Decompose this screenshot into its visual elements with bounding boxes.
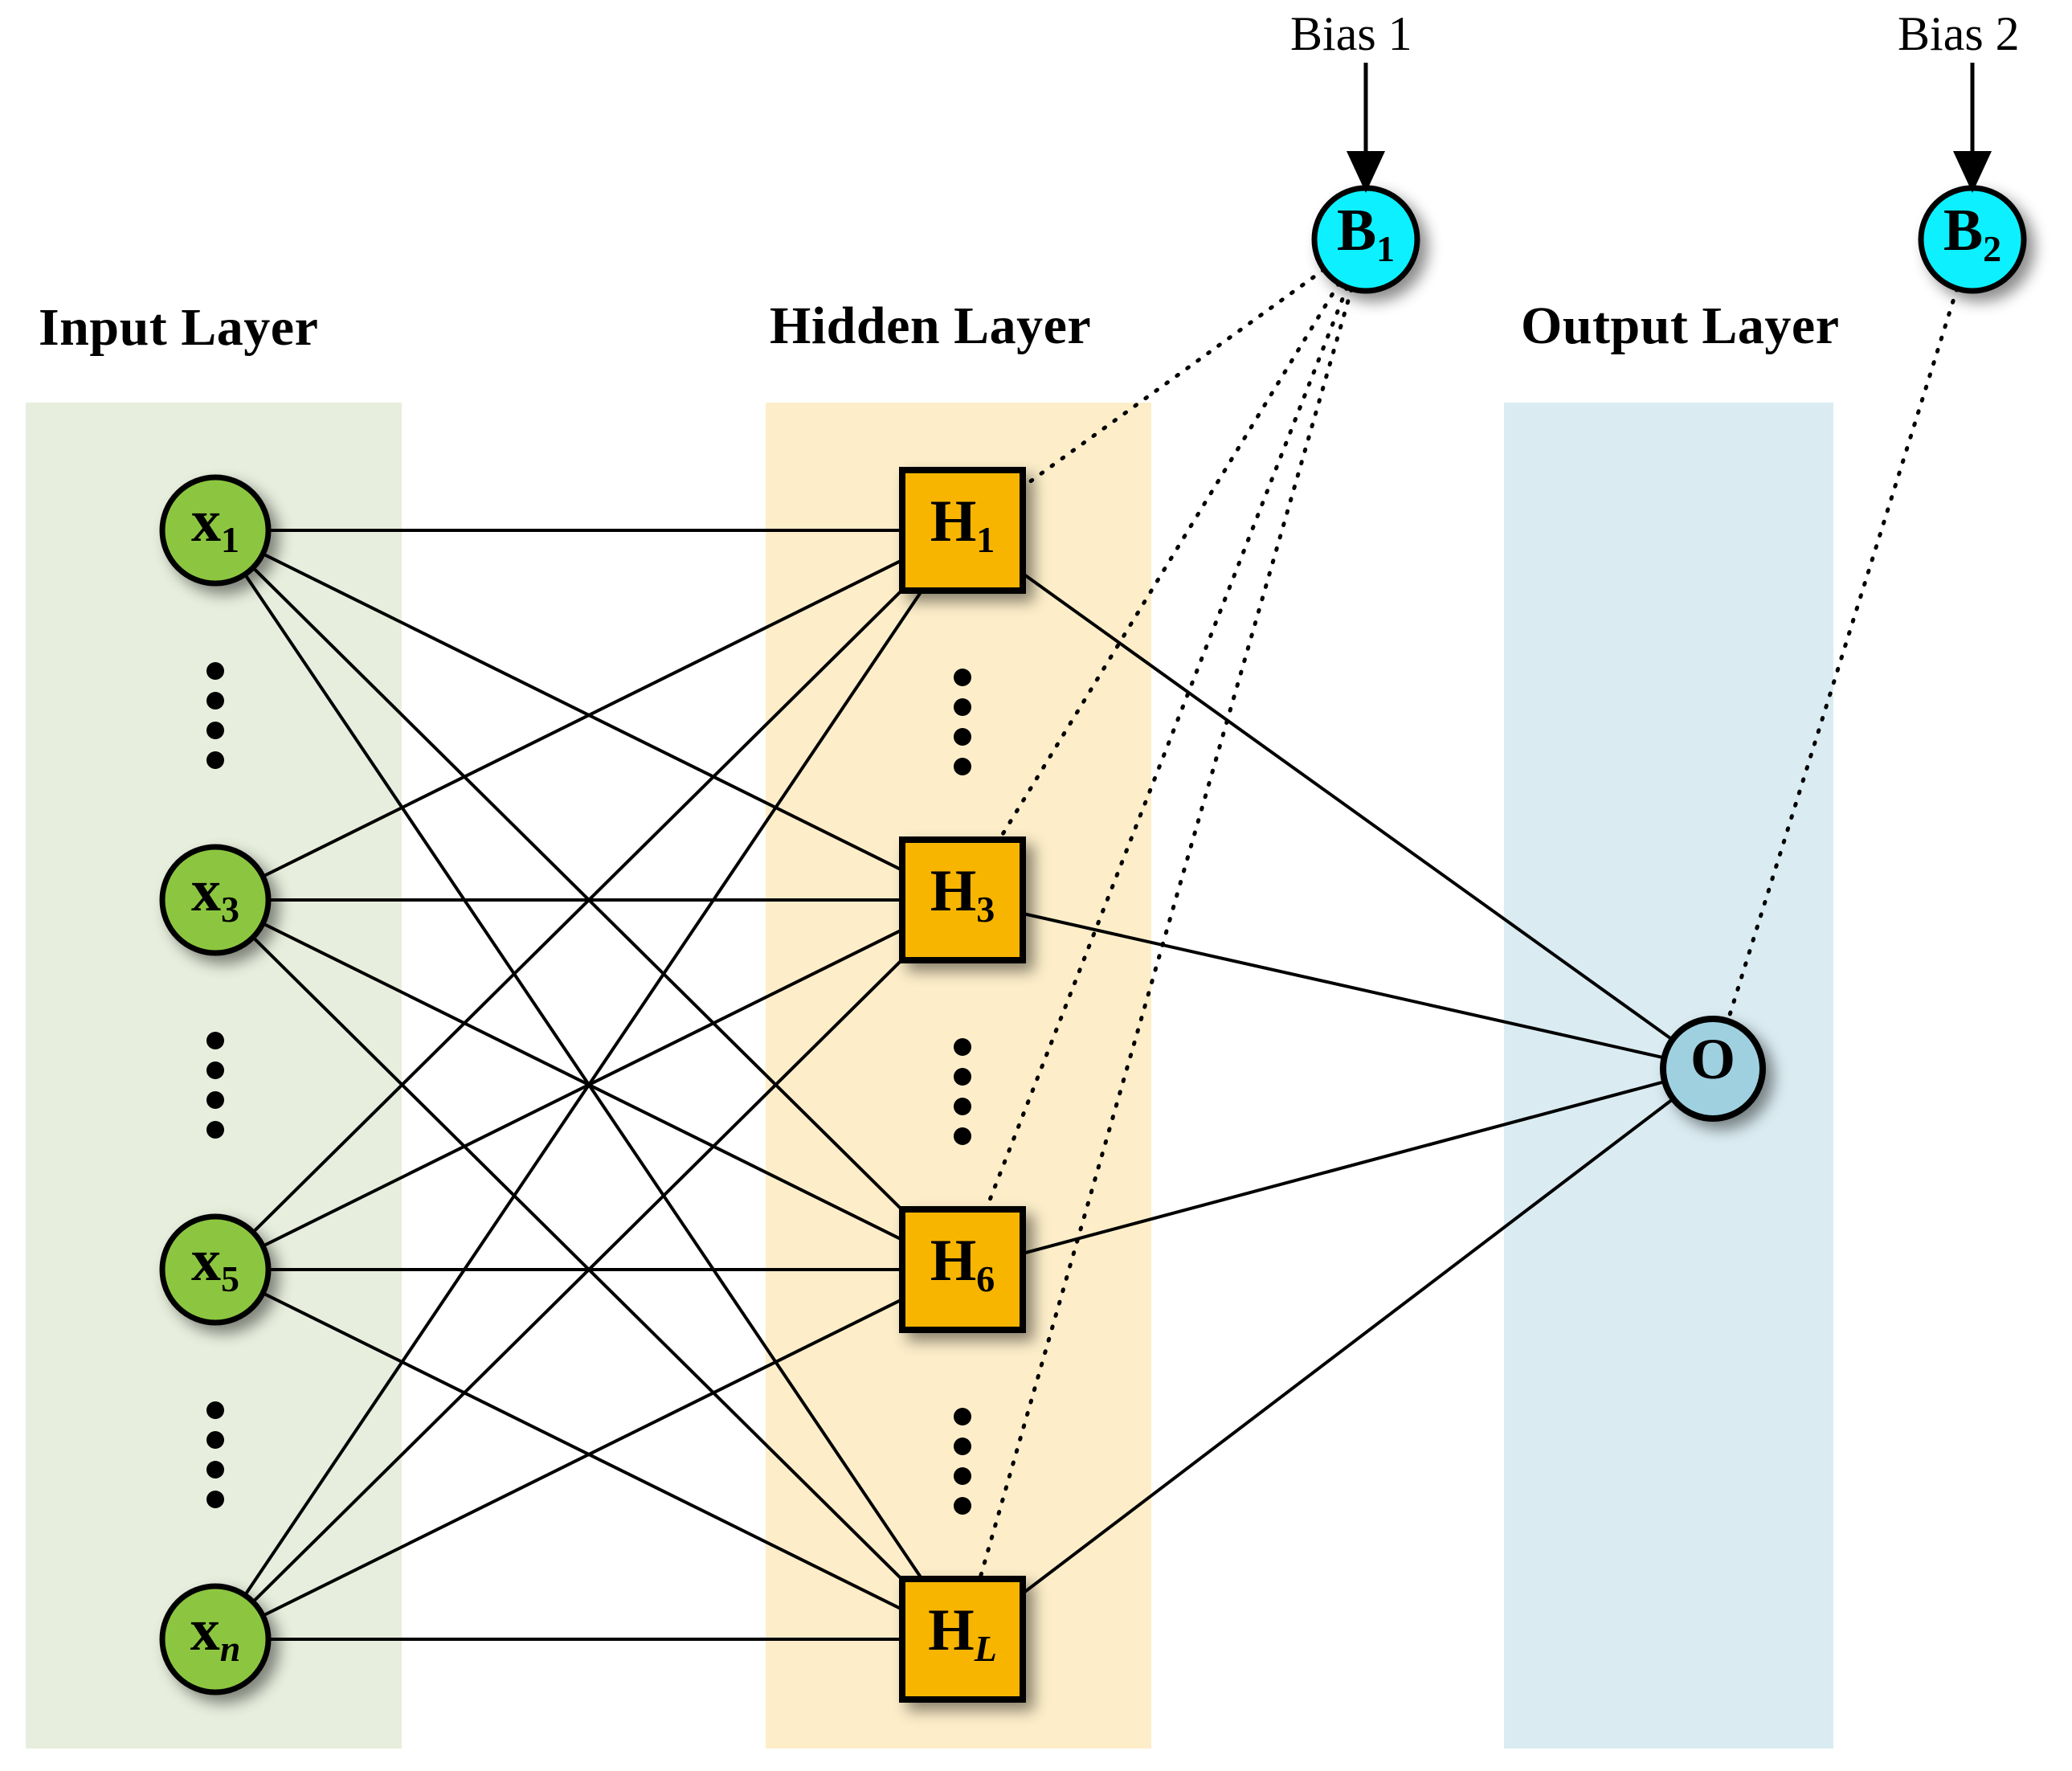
edge-x5-to-hL — [262, 1291, 903, 1611]
edge-xn-to-h3 — [251, 958, 904, 1604]
layer-title-input: Input Layer — [39, 298, 319, 357]
output-node-label: O — [1616, 1030, 1809, 1107]
edge-x3-to-h1 — [262, 558, 903, 878]
hidden-node-label-hL-subscript: L — [974, 1628, 997, 1669]
input-ellipsis-1-dot-1 — [206, 662, 224, 680]
bias-arrow-head-b1 — [1347, 151, 1385, 193]
hidden-ellipsis-2-dot-2 — [954, 1068, 971, 1086]
edge-xn-to-h6 — [262, 1298, 903, 1618]
input-ellipsis-1-dot-3 — [206, 722, 224, 739]
input-ellipsis-2-dot-2 — [206, 1061, 224, 1079]
edge-x5-to-h3 — [262, 928, 903, 1248]
hidden-node-label-h1-base: H — [930, 489, 977, 554]
input-ellipsis-2-dot-4 — [206, 1121, 224, 1139]
input-node-label-x5-base: x — [191, 1228, 221, 1294]
input-ellipsis-3-dot-3 — [206, 1461, 224, 1479]
hidden-node-label-h3-base: H — [930, 858, 977, 924]
edge-h3-to-output — [1022, 911, 1665, 1060]
edge-x5-to-h1 — [251, 588, 904, 1234]
edge-b1-to-h6 — [983, 285, 1350, 1212]
output-node-label-base: O — [1690, 1027, 1735, 1091]
hidden-node-h1[interactable] — [899, 467, 1026, 594]
hidden-ellipsis-2-dot-1 — [954, 1038, 971, 1056]
hidden-node-h3[interactable] — [899, 836, 1026, 963]
layer-title-output: Output Layer — [1521, 297, 1840, 355]
input-node-x5[interactable] — [159, 1213, 272, 1326]
hidden-ellipsis-3-dot-3 — [954, 1467, 971, 1485]
input-node-label-x1-subscript: 1 — [221, 519, 239, 560]
edge-b1-to-h3 — [997, 281, 1342, 842]
hidden-ellipsis-3-dot-1 — [954, 1408, 971, 1425]
input-node-label-x3-base: x — [191, 858, 221, 924]
input-node-label-xn-subscript: n — [219, 1628, 241, 1669]
bias-node-label-b1-subscript: 1 — [1376, 228, 1396, 269]
hidden-node-label-hL-base: H — [928, 1597, 975, 1663]
bias-node-label-b2-subscript: 2 — [1983, 228, 2002, 269]
input-node-label-x5-subscript: 5 — [221, 1258, 239, 1299]
edge-x1-to-hL — [243, 573, 924, 1581]
input-node-x1[interactable] — [159, 474, 272, 587]
edge-xn-to-h1 — [243, 589, 924, 1597]
input-ellipsis-3-dot-1 — [206, 1401, 224, 1419]
hidden-ellipsis-2-dot-3 — [954, 1098, 971, 1115]
bias-node-label-b2-base: B — [1943, 198, 1984, 264]
edge-x3-to-h6 — [262, 922, 903, 1241]
input-ellipsis-2-dot-3 — [206, 1091, 224, 1109]
input-node-label-x1-base: x — [191, 489, 221, 554]
hidden-node-hL[interactable] — [899, 1576, 1026, 1703]
hidden-ellipsis-1-dot-2 — [954, 698, 971, 716]
input-ellipsis-2-dot-1 — [206, 1032, 224, 1049]
hidden-ellipsis-2-dot-4 — [954, 1127, 971, 1145]
edge-x1-to-h3 — [262, 552, 903, 872]
edge-x3-to-hL — [251, 935, 904, 1581]
input-node-xn[interactable] — [159, 1583, 272, 1695]
hidden-ellipsis-1-dot-4 — [954, 758, 971, 775]
input-node-x3[interactable] — [159, 844, 272, 956]
edge-h6-to-output — [1022, 1080, 1665, 1255]
layer-title-hidden: Hidden Layer — [770, 297, 1092, 355]
edge-b2-to-output — [1726, 286, 1960, 1024]
edge-b1-to-h1 — [1020, 267, 1326, 489]
input-ellipsis-3-dot-2 — [206, 1431, 224, 1449]
bias-title-b1: Bias 1 — [1290, 7, 1412, 60]
hidden-ellipsis-3-dot-4 — [954, 1497, 971, 1515]
input-ellipsis-3-dot-4 — [206, 1491, 224, 1508]
edge-b1-to-hL — [978, 286, 1354, 1581]
hidden-ellipsis-3-dot-2 — [954, 1438, 971, 1455]
input-node-label-x3-subscript: 3 — [221, 889, 239, 930]
edge-h1-to-output — [1021, 572, 1674, 1041]
hidden-node-label-h1-subscript: 1 — [976, 519, 995, 560]
hidden-ellipsis-1-dot-1 — [954, 669, 971, 686]
input-ellipsis-1-dot-4 — [206, 751, 224, 769]
bias-node-label-b1-base: B — [1336, 198, 1377, 264]
hidden-node-h6[interactable] — [899, 1206, 1026, 1333]
bias-title-b2: Bias 2 — [1898, 7, 2020, 60]
hidden-node-label-h6-subscript: 6 — [976, 1258, 995, 1299]
input-ellipsis-1-dot-2 — [206, 692, 224, 710]
hidden-ellipsis-1-dot-3 — [954, 728, 971, 746]
bias-arrow-head-b2 — [1953, 151, 1992, 193]
input-node-label-xn-base: x — [190, 1597, 220, 1663]
edge-x1-to-h6 — [251, 566, 904, 1212]
hidden-node-label-h3-subscript: 3 — [976, 889, 995, 930]
edge-hL-to-output — [1021, 1097, 1674, 1595]
hidden-node-label-h6-base: H — [930, 1228, 977, 1294]
output-node[interactable] — [1660, 1016, 1766, 1122]
